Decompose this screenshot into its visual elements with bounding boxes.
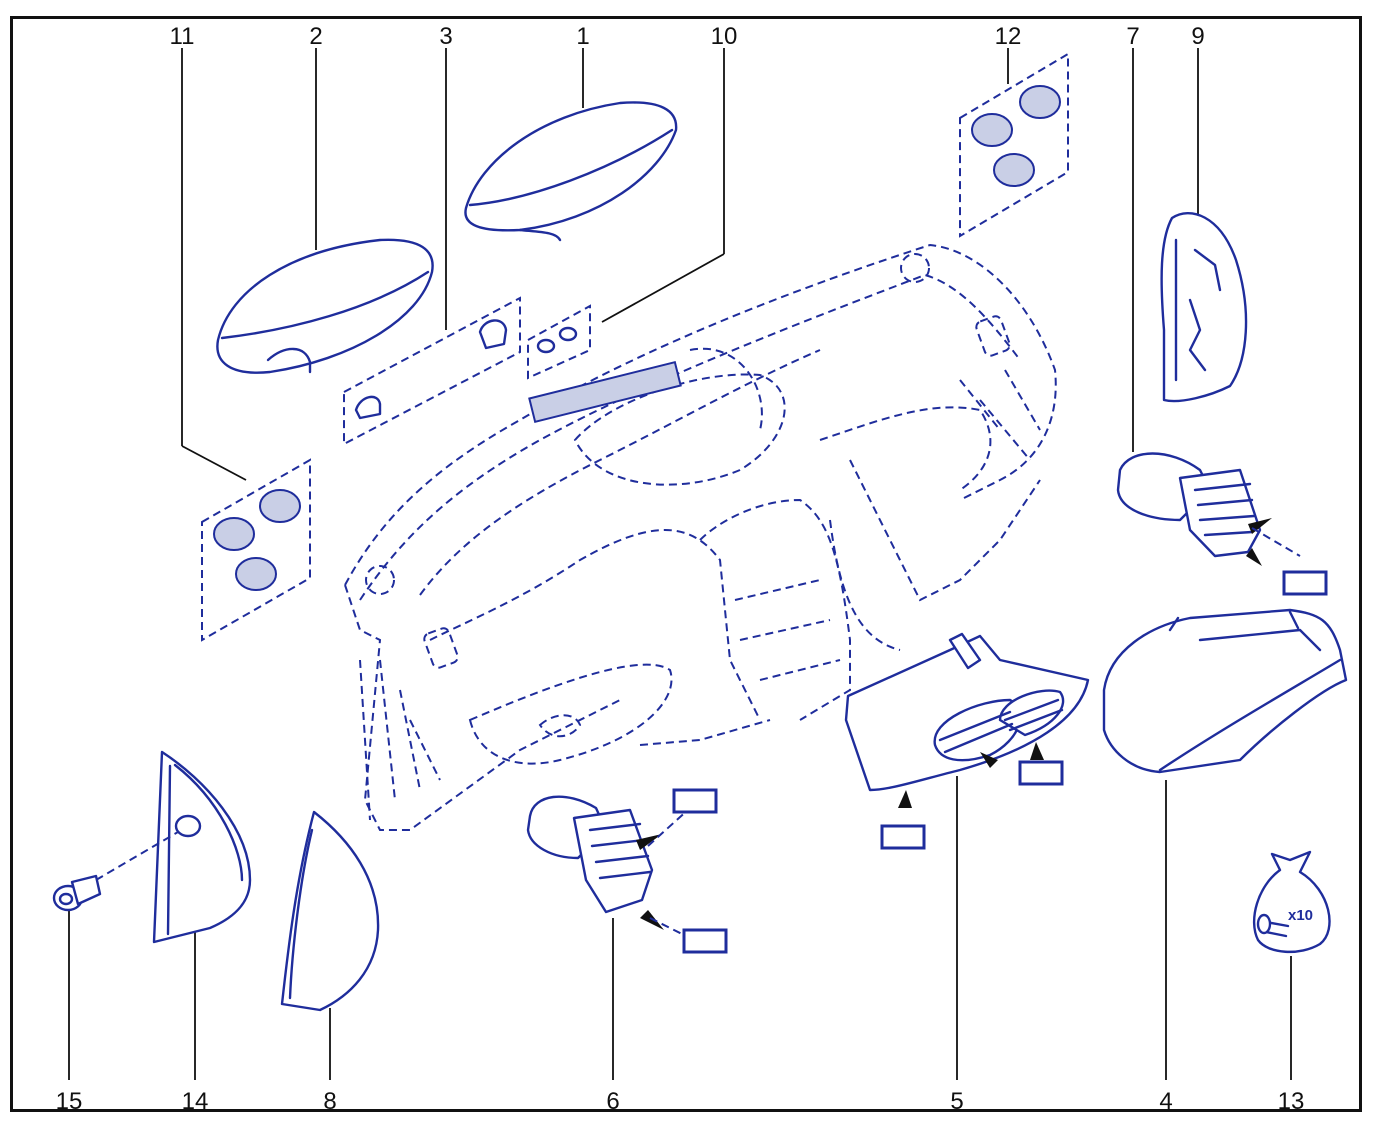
- callout-13: 13: [1278, 1088, 1305, 1115]
- part-10-buttons-group: [527, 304, 591, 380]
- callout-8: 8: [323, 1088, 336, 1115]
- part-12-speaker-grilles: [959, 52, 1069, 238]
- leader-lines: [68, 48, 1292, 1080]
- callout-2: 2: [309, 23, 322, 50]
- callout-4: 4: [1159, 1088, 1172, 1115]
- part-6-air-vent: [526, 788, 728, 954]
- part-14-side-cover: [95, 750, 252, 944]
- callout-3: 3: [439, 23, 452, 50]
- callout-15: 15: [56, 1088, 83, 1115]
- bag-quantity-label: x10: [1288, 907, 1313, 924]
- part-8-trim: [280, 810, 380, 1012]
- part-7-air-vent: [1116, 452, 1328, 596]
- callout-labels: 11 2 3 1 10 12 7 9 15 14 8 6 5 4 13: [56, 23, 1305, 1115]
- part-13-fastener-bag: x10: [1252, 850, 1331, 954]
- callout-5: 5: [950, 1088, 963, 1115]
- part-3-clips-group: [343, 296, 521, 446]
- callout-14: 14: [182, 1088, 209, 1115]
- callout-12: 12: [995, 23, 1022, 50]
- callout-11: 11: [170, 23, 195, 50]
- callout-1: 1: [576, 23, 589, 50]
- callout-10: 10: [711, 23, 738, 50]
- callout-6: 6: [606, 1088, 619, 1115]
- part-2-lid: [216, 238, 434, 374]
- dashboard-outline: [344, 243, 1057, 831]
- part-9-side-cover: [1160, 211, 1248, 403]
- part-11-speaker-grilles: [201, 458, 311, 642]
- part-15-grommet: [52, 874, 102, 912]
- diagram-frame: [10, 16, 1362, 1112]
- part-4-glove-box: [1102, 608, 1348, 774]
- part-5-centre-vents: [844, 632, 1090, 850]
- part-1-lid: [464, 101, 678, 242]
- callout-9: 9: [1191, 23, 1204, 50]
- callout-7: 7: [1126, 23, 1139, 50]
